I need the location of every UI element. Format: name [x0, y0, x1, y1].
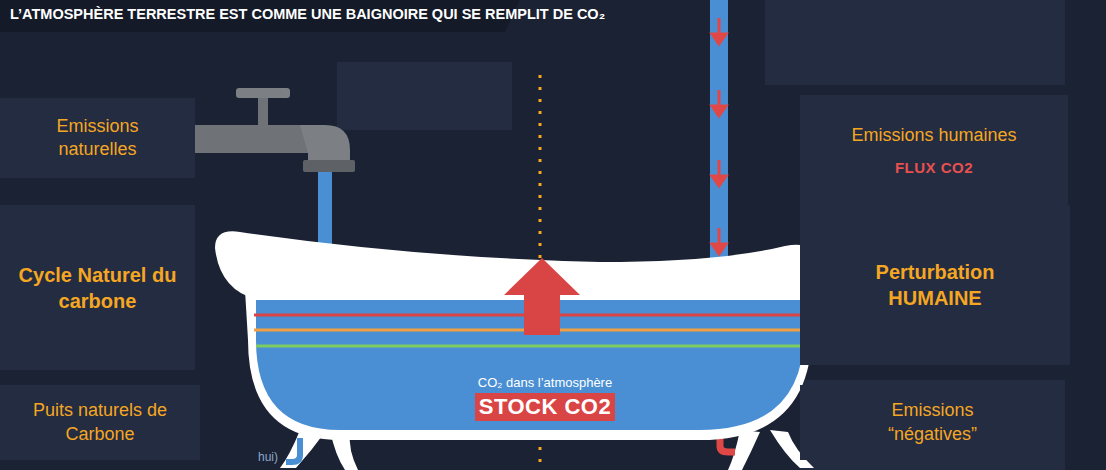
cycle-box: Cycle Naturel du carbone: [0, 205, 195, 370]
node-text: CO₂ dans l’atmosphère: [478, 375, 612, 390]
node-text: Emissions “négatives”: [858, 399, 1008, 446]
note-label: hui): [258, 450, 278, 464]
source-box: Emissions naturelles: [0, 98, 195, 178]
empty-panel: [800, 380, 1065, 470]
empty-panel: [765, 0, 1065, 85]
flow-arrows: [712, 18, 726, 254]
negative-box: Emissions “négatives”: [800, 385, 1065, 460]
perturbation-box: Perturbation HUMAINE: [800, 205, 1070, 365]
title: L’ATMOSPHÈRE TERRESTRE EST COMME UNE BAI…: [10, 6, 605, 22]
stock-area: CO₂ dans l’atmosphèreSTOCK CO2: [420, 358, 670, 437]
node-subtext: FLUX CO2: [895, 159, 973, 176]
node-subtext: STOCK CO2: [475, 393, 615, 421]
natural-drain: [286, 438, 300, 462]
empty-panel: [337, 62, 512, 130]
node-text: Emissions humaines: [851, 124, 1016, 147]
level-line: [256, 345, 804, 348]
node-text: Puits naturels de Carbone: [20, 399, 180, 446]
tap: [195, 88, 355, 172]
rise-arrow: [504, 258, 580, 335]
emission-box: Emissions humainesFLUX CO2: [800, 95, 1068, 205]
node-text: Perturbation HUMAINE: [845, 259, 1025, 311]
node-text: Cycle Naturel du carbone: [13, 262, 183, 314]
node-text: Emissions naturelles: [23, 115, 173, 162]
sink-box: Puits naturels de Carbone: [0, 385, 200, 460]
